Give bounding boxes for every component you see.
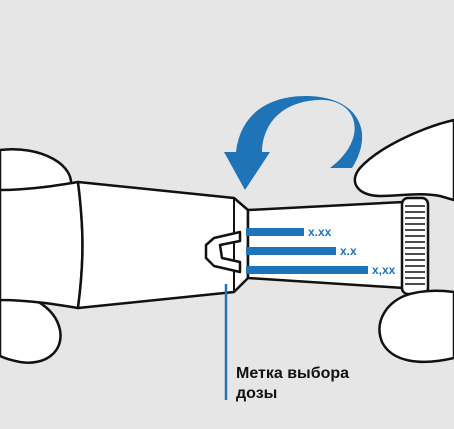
dose-label-3: x,xx bbox=[372, 263, 396, 277]
dose-bar-3 bbox=[246, 266, 368, 274]
callout-label-line1: Метка выбора bbox=[236, 365, 349, 382]
pen-body bbox=[0, 180, 250, 310]
callout-label: Метка выбора дозы bbox=[236, 365, 353, 402]
right-hand bbox=[353, 118, 454, 364]
dose-bar-1 bbox=[246, 228, 304, 236]
dose-bar-2 bbox=[246, 247, 336, 255]
dose-knob[interactable] bbox=[400, 196, 430, 296]
dose-scale: x.xx x.x x,xx bbox=[246, 225, 396, 277]
callout-label-line2: дозы bbox=[236, 385, 277, 402]
rotate-arrow-icon bbox=[224, 96, 363, 190]
dose-label-2: x.x bbox=[340, 244, 357, 258]
dose-label-1: x.xx bbox=[308, 225, 332, 239]
dose-selection-notch bbox=[204, 230, 242, 274]
